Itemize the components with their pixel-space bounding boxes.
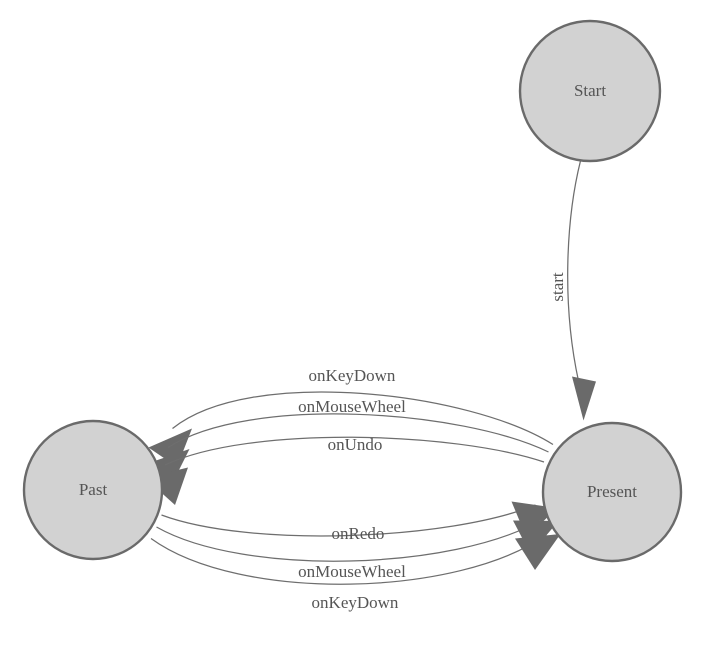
edge-label-past-present-onkeydown: onKeyDown <box>312 593 399 612</box>
edge-past-to-present-onkeydown-line <box>150 533 547 585</box>
edge-start-to-present-arrowhead <box>572 376 596 421</box>
node-past[interactable]: Past <box>22 419 164 561</box>
edge-label-past-present-onmousewheel: onMouseWheel <box>298 562 406 581</box>
edge-past-to-present-onredo-line <box>161 504 536 537</box>
node-start[interactable]: Start <box>518 19 662 163</box>
edge-present-to-past-onmousewheel-line <box>167 413 549 453</box>
edge-present-to-past-onkeydown-line <box>172 391 554 446</box>
edge-present-to-past-onmousewheel-arrowhead <box>146 449 190 486</box>
edge-past-to-present-onredo[interactable]: onRedo <box>161 501 558 543</box>
node-past-label: Past <box>79 480 108 499</box>
node-start-label: Start <box>574 81 606 100</box>
node-present[interactable]: Present <box>541 421 683 563</box>
edge-start-to-present[interactable]: start <box>548 160 596 421</box>
node-past-circle <box>22 419 164 561</box>
edge-label-present-past-onundo: onUndo <box>328 435 383 454</box>
edge-label-start: start <box>548 272 567 302</box>
edge-start-to-present-line <box>567 160 582 382</box>
edge-past-to-present-onkeydown[interactable]: onKeyDown <box>150 533 561 612</box>
edge-label-present-past-onmousewheel: onMouseWheel <box>298 397 406 416</box>
edge-present-to-past-onkeydown-arrowhead <box>148 428 192 467</box>
edge-present-to-past-onkeydown[interactable]: onKeyDown <box>148 366 554 467</box>
edge-past-to-present-onmousewheel-line <box>156 519 542 562</box>
edge-label-past-present-onredo: onRedo <box>332 524 385 543</box>
edge-past-to-present-onkeydown-arrowhead <box>515 534 561 570</box>
edge-present-to-past-onundo[interactable]: onUndo <box>145 435 545 505</box>
edge-present-to-past-onundo-line <box>164 436 545 466</box>
node-start-circle <box>518 19 662 163</box>
edge-present-to-past-onmousewheel[interactable]: onMouseWheel <box>146 397 549 486</box>
node-present-circle <box>541 421 683 563</box>
edge-label-present-past-onkeydown: onKeyDown <box>309 366 396 385</box>
node-present-label: Present <box>587 482 637 501</box>
